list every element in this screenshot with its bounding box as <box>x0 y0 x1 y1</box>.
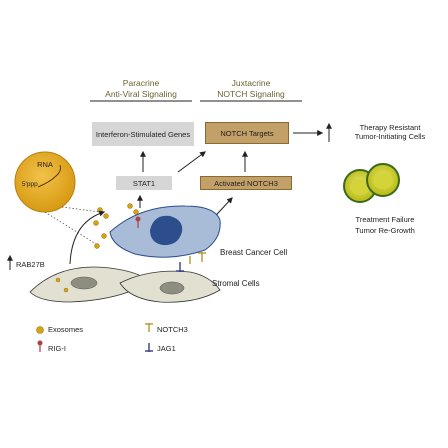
rig-i-marker <box>135 216 141 228</box>
tumor-sphere-left-core <box>350 179 370 195</box>
tumor-sphere-right-core <box>373 173 393 189</box>
legend-exosome-icon <box>36 326 44 334</box>
stromal-exosomes <box>55 277 69 293</box>
exosome-dot <box>133 209 139 215</box>
stat1-to-notch-arrow <box>177 151 206 173</box>
legend-jag1-icon <box>145 343 153 352</box>
exosome-dot <box>93 220 99 226</box>
treatment-failure-line2: Tumor Re-Growth <box>355 226 415 235</box>
activated-notch3-label: Activated NOTCH3 <box>214 178 278 188</box>
legend-rigi-label: RIG-I <box>48 344 66 353</box>
ppp-label: 5'ppp <box>22 181 38 188</box>
juxtacrine-title: Juxtacrine <box>231 78 271 88</box>
exosome-dot <box>97 207 103 213</box>
notch3-receptor <box>198 252 206 262</box>
jag1-ligand <box>176 262 184 272</box>
therapy-resistant-label: Therapy Resistant Tumor-Initiating Cells <box>334 123 446 141</box>
stroma-to-cancer-curved-arrow <box>69 210 106 265</box>
stromal-nucleus-right <box>159 281 185 295</box>
legend-jag1-label: JAG1 <box>157 344 176 353</box>
treatment-failure-label: Treatment Failure Tumor Re-Growth <box>330 214 440 236</box>
cancer-cell-nucleus <box>150 215 183 246</box>
legend-notch3-icon <box>145 323 153 332</box>
therapy-resistant-line1: Therapy Resistant <box>359 123 421 132</box>
bubble-dotted-line-2 <box>44 211 97 245</box>
juxtacrine-header: Juxtacrine NOTCH Signaling <box>198 78 304 100</box>
exosome-dot <box>103 213 109 219</box>
breast-cancer-cell-label: Breast Cancer Cell <box>220 248 288 257</box>
stat1-box: STAT1 <box>116 176 172 190</box>
isg-box: Interferon-Stimulated Genes <box>92 122 194 146</box>
stromal-nucleus-left <box>70 276 98 290</box>
exosome-dot <box>101 233 107 239</box>
juxtacrine-subtitle: NOTCH Signaling <box>217 89 285 99</box>
paracrine-subtitle: Anti-Viral Signaling <box>105 89 177 99</box>
notch-targets-label: NOTCH Targets <box>220 128 274 138</box>
exosome-dot <box>127 203 133 209</box>
exosome-dot <box>94 243 100 249</box>
stromal-cells-label: Stromal Cells <box>212 279 260 288</box>
rna-strand <box>37 164 61 188</box>
legend-rigi-icon <box>37 340 43 352</box>
treatment-failure-line1: Treatment Failure <box>355 215 415 224</box>
rab27b-label: RAB27B <box>16 260 45 269</box>
legend-notch3-label: NOTCH3 <box>157 325 188 334</box>
exosome-cluster <box>93 203 139 249</box>
paracrine-title: Paracrine <box>122 78 160 88</box>
therapy-resistant-line2: Tumor-Initiating Cells <box>354 132 426 141</box>
notch-targets-box: NOTCH Targets <box>205 122 289 144</box>
paracrine-header: Paracrine Anti-Viral Signaling <box>88 78 194 100</box>
rna-label: RNA <box>37 160 53 169</box>
activated-notch3-box: Activated NOTCH3 <box>200 176 292 190</box>
isg-label: Interferon-Stimulated Genes <box>95 129 191 139</box>
legend-exosomes-label: Exosomes <box>48 325 84 334</box>
stat1-label: STAT1 <box>132 178 156 188</box>
exosome-dot <box>63 287 69 293</box>
exosome-dot <box>55 277 61 283</box>
bubble-dotted-line-1 <box>61 206 101 213</box>
